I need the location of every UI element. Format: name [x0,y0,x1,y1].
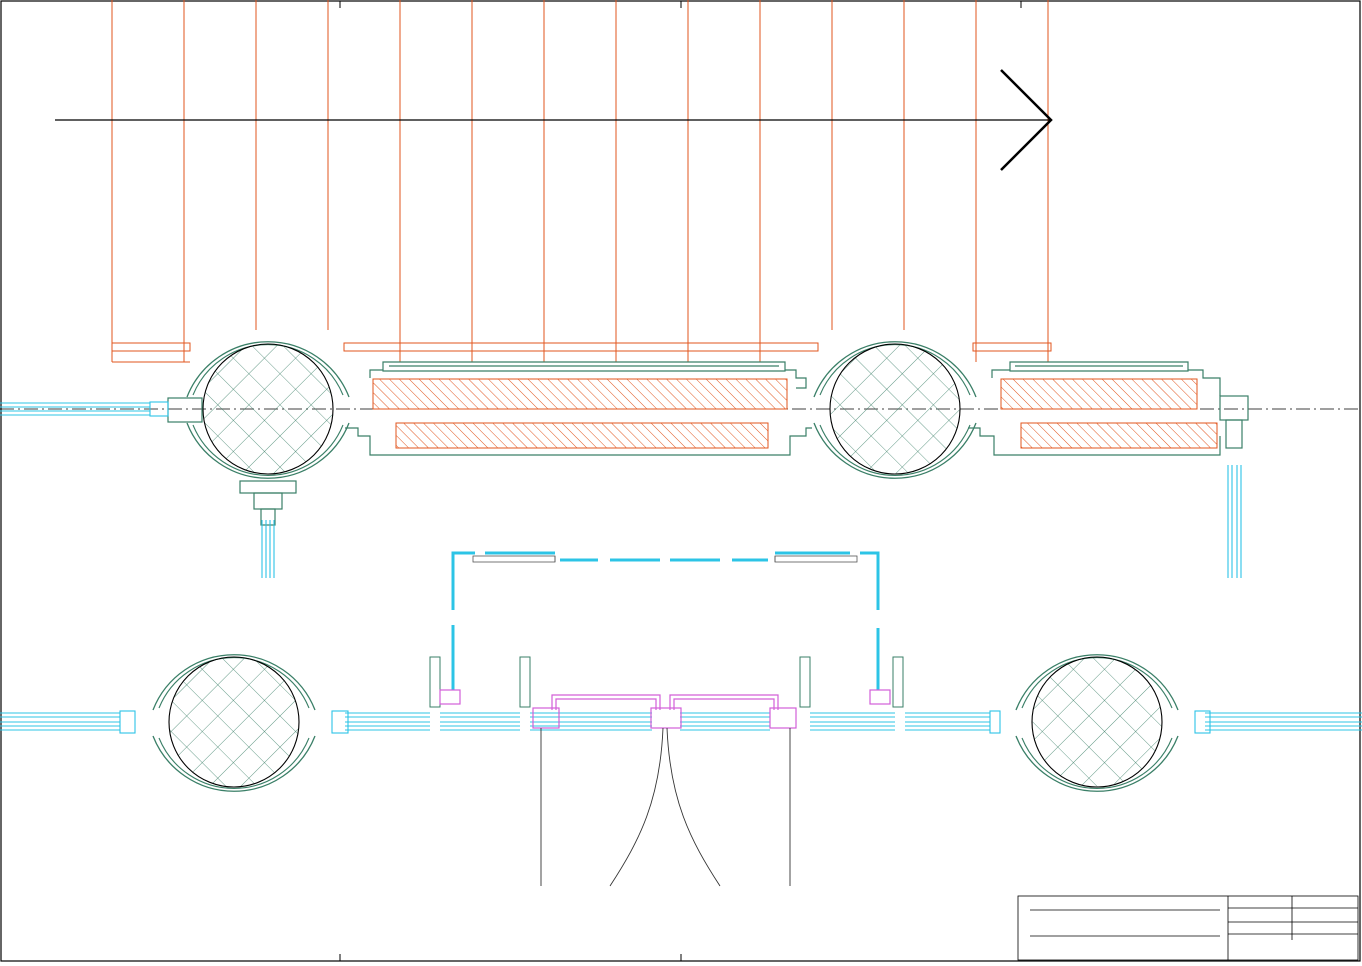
column [186,341,350,479]
column [813,341,977,479]
stair-treads [111,0,1052,363]
landing-beams [372,378,1218,449]
column-caps [167,397,297,526]
upper-glazing [0,401,1242,578]
column [1015,654,1179,792]
beam-enclosure [345,361,1249,456]
stair-landing-edge [343,342,819,352]
sliding-doors [439,689,891,729]
column-sleeve-bottom [813,422,977,479]
column-core [829,343,961,475]
title-block [1017,895,1359,961]
column-sleeve-top [152,654,316,711]
column-sleeve-top [1015,654,1179,711]
column-sleeve-bottom-inner [158,737,310,789]
column-core [168,656,300,788]
glazing-clamp [1194,710,1211,734]
column-core [202,343,334,475]
glazing-clamp [119,710,136,734]
glass-fins [429,656,904,708]
column-sleeve-bottom [186,422,350,479]
column-sleeve-bottom [152,735,316,792]
glazing-clamp [989,710,1001,734]
column-sleeve-bottom-inner [819,424,971,476]
stair-direction-arrow [55,69,1053,171]
column-sleeve-bottom-inner [192,424,344,476]
column-sleeve-top [186,341,350,398]
stair-landing-edge [111,342,191,352]
vestibule-outline [451,551,880,690]
glazing-clamp [331,710,349,734]
stair-landing-edge [972,342,1052,352]
column-sleeve-top [813,341,977,398]
column-sleeve-bottom [1015,735,1179,792]
column-sleeve-bottom-inner [1021,737,1173,789]
column-core [1031,656,1163,788]
lower-glazing [0,710,1362,734]
column [152,654,316,792]
door-swing-lines [540,727,791,887]
columns [152,341,1179,792]
vestibule-inner [472,555,858,563]
